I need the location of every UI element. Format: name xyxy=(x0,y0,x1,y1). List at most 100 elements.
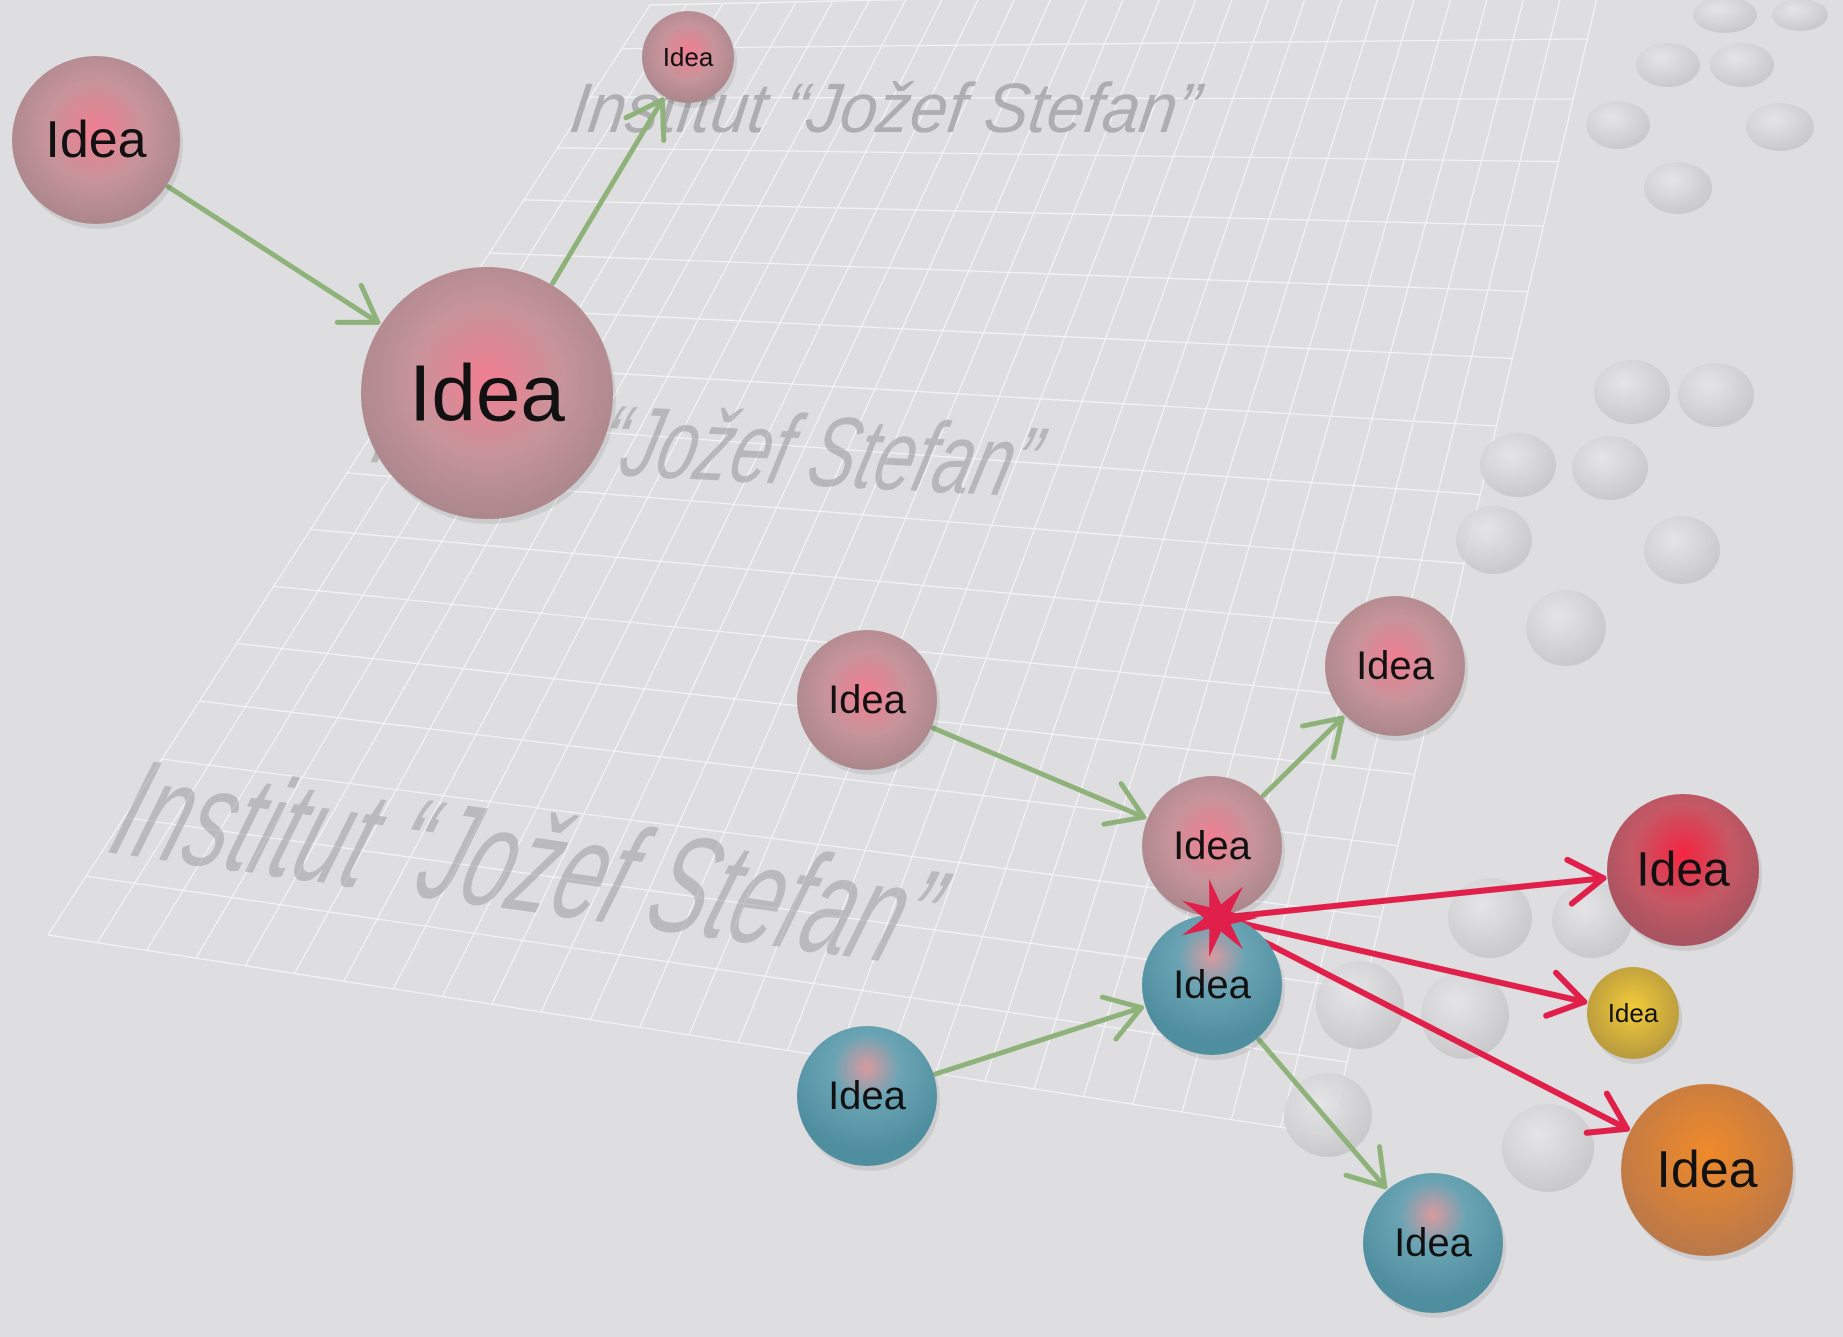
edge-c1-c2 xyxy=(933,1005,1145,1077)
ghost-sphere xyxy=(1502,1104,1594,1192)
node-label: Idea xyxy=(663,42,714,72)
ghost-sphere xyxy=(1572,436,1648,500)
node-sphere xyxy=(1621,1084,1793,1256)
ghost-sphere xyxy=(1644,162,1712,214)
node-sphere xyxy=(1142,915,1282,1055)
node-a3: Idea xyxy=(642,11,737,108)
edge-b1-b2 xyxy=(930,725,1147,820)
arrowhead xyxy=(334,282,381,325)
grid-line xyxy=(1132,0,1452,1105)
grid-line xyxy=(737,0,1160,1043)
background-spheres xyxy=(1284,0,1828,1278)
node-sphere xyxy=(1142,776,1282,916)
ghost-sphere xyxy=(1644,516,1720,584)
node-sphere xyxy=(797,630,937,770)
grid-line xyxy=(47,934,1331,1136)
nodes: IdeaIdeaIdeaIdeaIdeaIdeaIdeaIdeaIdeaIdea… xyxy=(12,11,1796,1318)
ghost-sphere xyxy=(1448,878,1532,958)
node-label: Idea xyxy=(45,111,146,169)
edge-junction-d1 xyxy=(1222,875,1607,921)
ghost-sphere xyxy=(1772,0,1828,31)
node-label: Idea xyxy=(1608,998,1659,1028)
arrowhead xyxy=(1583,1090,1630,1136)
edges xyxy=(165,97,1630,1190)
watermark-bottom: Institut “Jožef Stefan” xyxy=(94,732,964,997)
node-d2: Idea xyxy=(1587,967,1682,1064)
ghost-sphere xyxy=(1526,590,1606,666)
arrowhead xyxy=(1101,781,1147,827)
arrowhead xyxy=(1543,969,1588,1019)
ghost-sphere xyxy=(1710,43,1774,87)
grid-line xyxy=(639,0,1088,1028)
grid-line xyxy=(523,199,1544,227)
node-b3: Idea xyxy=(1325,596,1468,741)
node-label: Idea xyxy=(1656,1141,1757,1199)
grid-line xyxy=(589,0,1052,1020)
grid-line xyxy=(590,96,1574,100)
node-sphere xyxy=(361,267,613,519)
node-label: Idea xyxy=(1173,824,1252,868)
node-label: Idea xyxy=(409,349,565,438)
edge-b2-b3 xyxy=(1260,715,1345,799)
node-c3: Idea xyxy=(1363,1173,1506,1318)
grid-line xyxy=(1280,0,1561,1128)
grid-line xyxy=(934,0,1306,1074)
arrowhead xyxy=(1099,994,1145,1042)
node-b1: Idea xyxy=(797,630,940,775)
grid-line xyxy=(836,0,1233,1059)
grid-line xyxy=(343,0,870,982)
node-sphere xyxy=(1325,596,1465,736)
grid-line xyxy=(885,0,1269,1066)
node-label: Idea xyxy=(1173,963,1252,1007)
ghost-sphere xyxy=(1693,0,1757,33)
node-sphere xyxy=(642,11,734,103)
grid-line xyxy=(454,306,1513,360)
node-d3: Idea xyxy=(1621,1084,1796,1261)
ghost-sphere xyxy=(1594,360,1670,424)
grid-line xyxy=(310,528,1448,634)
grid-line xyxy=(649,0,917,6)
arrowhead xyxy=(1564,856,1607,907)
ghost-sphere xyxy=(1678,363,1754,427)
grid-line xyxy=(787,0,1197,1051)
junction-star xyxy=(1182,879,1258,957)
ghost-sphere xyxy=(1636,43,1700,87)
node-d1: Idea xyxy=(1607,794,1762,951)
node-c1: Idea xyxy=(797,1026,940,1171)
grid-line xyxy=(47,4,651,936)
node-a2: Idea xyxy=(361,267,616,524)
arrowhead xyxy=(1300,715,1345,760)
grid-line xyxy=(1082,0,1415,1097)
ghost-sphere xyxy=(1456,506,1532,574)
grid-line xyxy=(491,0,979,1005)
edge-c2-c3 xyxy=(1256,1037,1388,1190)
grid-line xyxy=(86,875,1348,1063)
edge-junction-d2 xyxy=(1222,916,1588,1005)
node-sphere xyxy=(1363,1173,1503,1313)
node-label: Idea xyxy=(1636,844,1730,897)
node-a1: Idea xyxy=(12,56,183,229)
arrowhead xyxy=(623,97,667,143)
node-b2: Idea xyxy=(1142,776,1285,921)
edge-a2-a3 xyxy=(550,97,665,286)
node-label: Idea xyxy=(1394,1221,1473,1265)
grid-line xyxy=(557,147,1559,163)
node-sphere xyxy=(1607,794,1759,946)
grid-line xyxy=(392,0,907,990)
node-label: Idea xyxy=(1356,644,1435,688)
node-label: Idea xyxy=(828,678,907,722)
edge-junction-d3 xyxy=(1222,918,1630,1132)
ghost-sphere xyxy=(1586,101,1650,149)
grid-line xyxy=(1033,0,1379,1090)
node-sphere xyxy=(1587,967,1679,1059)
node-label: Idea xyxy=(828,1074,907,1118)
grid-line xyxy=(489,252,1529,293)
grid-line xyxy=(984,0,1342,1082)
ghost-sphere xyxy=(1480,433,1556,497)
grid-line xyxy=(540,0,1015,1013)
grid-line xyxy=(441,0,943,997)
node-c2: Idea xyxy=(1142,915,1285,1060)
arrowhead xyxy=(1343,1144,1388,1190)
grid-line xyxy=(621,38,1588,50)
